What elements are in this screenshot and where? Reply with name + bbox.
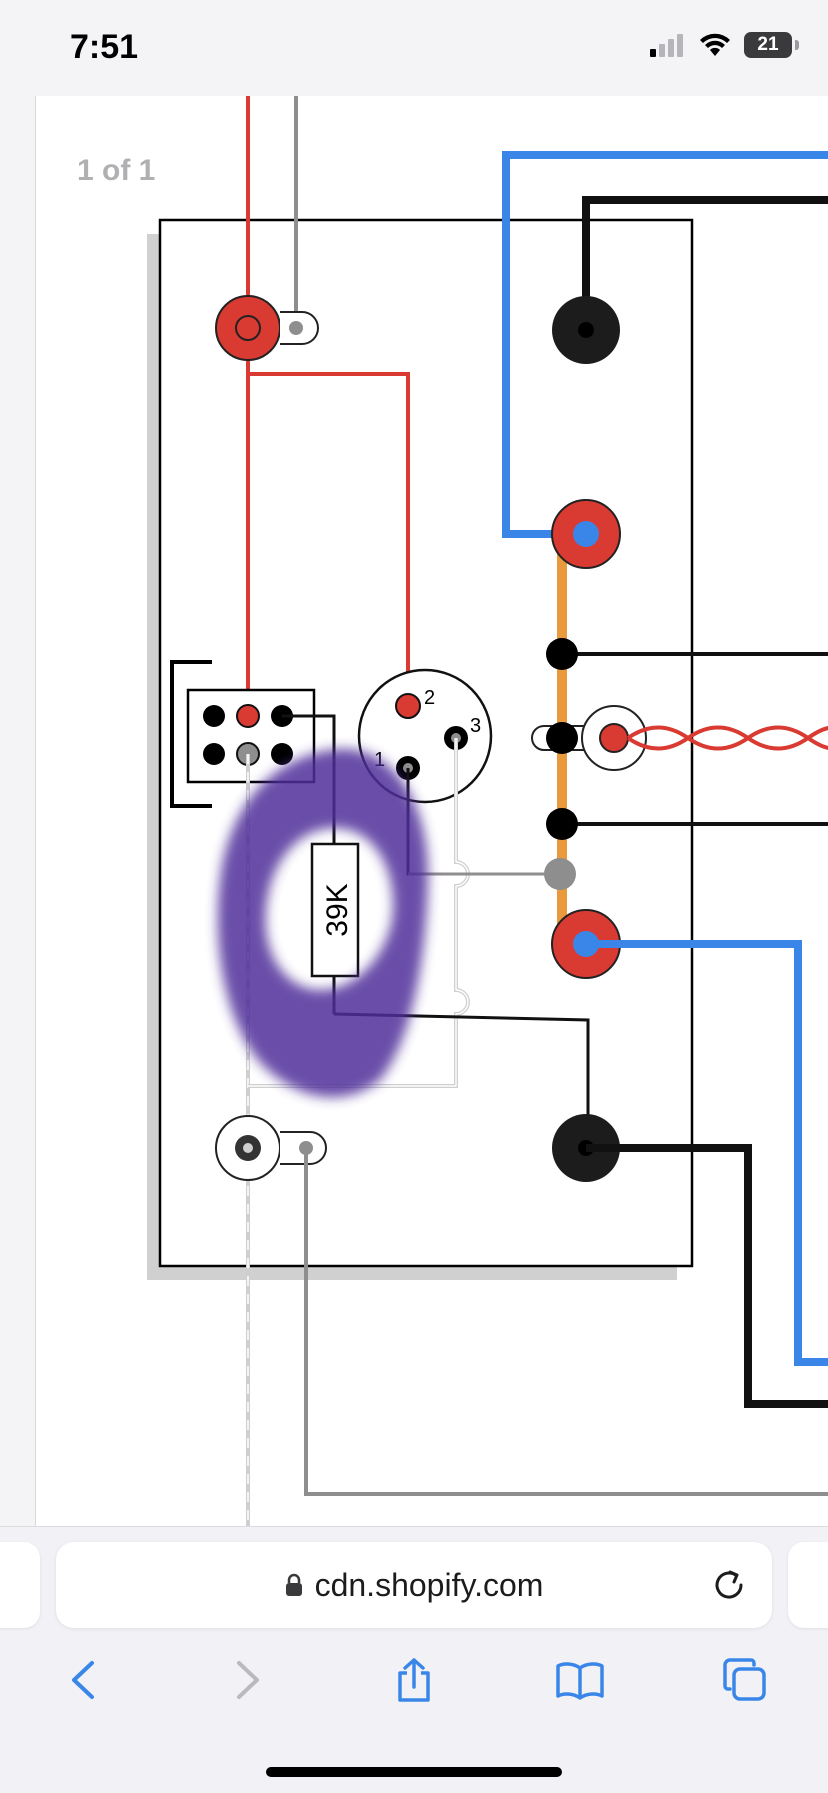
forward-button[interactable] xyxy=(208,1645,288,1715)
battery-level: 21 xyxy=(757,34,779,55)
home-indicator[interactable] xyxy=(266,1767,562,1777)
url-domain: cdn.shopify.com xyxy=(314,1566,544,1603)
previous-tab-preview[interactable] xyxy=(0,1542,40,1628)
status-bar: 7:51 21 xyxy=(0,0,828,96)
status-icons: 21 xyxy=(650,32,799,58)
share-icon xyxy=(398,1658,430,1702)
dpdt-switch xyxy=(170,660,212,808)
wifi-icon xyxy=(700,33,730,56)
cellular-signal-icon xyxy=(650,34,683,57)
tabs-icon xyxy=(723,1658,766,1701)
share-button[interactable] xyxy=(374,1645,454,1715)
xlr-pin-2-label: 2 xyxy=(424,687,435,709)
bookmarks-icon xyxy=(555,1662,604,1700)
input-jack-red xyxy=(215,295,281,361)
bottom-toolbar xyxy=(0,1640,828,1720)
forward-icon xyxy=(237,1661,260,1699)
back-button[interactable] xyxy=(43,1645,123,1715)
bookmarks-button[interactable] xyxy=(540,1645,620,1715)
battery-icon: 21 xyxy=(744,32,799,58)
page-indicator: 1 of 1 xyxy=(77,154,156,187)
lock-icon xyxy=(285,1573,302,1596)
reload-icon[interactable] xyxy=(710,1566,748,1604)
purple-annotation xyxy=(217,748,429,1098)
back-icon xyxy=(71,1661,94,1699)
resistor-label: 39K xyxy=(321,883,354,936)
wiring-diagram: 2 3 1 39K xyxy=(147,96,828,1526)
resistor xyxy=(310,842,360,978)
address-bar[interactable]: cdn.shopify.com xyxy=(56,1542,772,1628)
tabs-button[interactable] xyxy=(705,1645,785,1715)
xlr-pin-3-label: 3 xyxy=(470,715,481,737)
next-tab-preview[interactable] xyxy=(788,1542,828,1628)
status-time: 7:51 xyxy=(70,28,139,66)
